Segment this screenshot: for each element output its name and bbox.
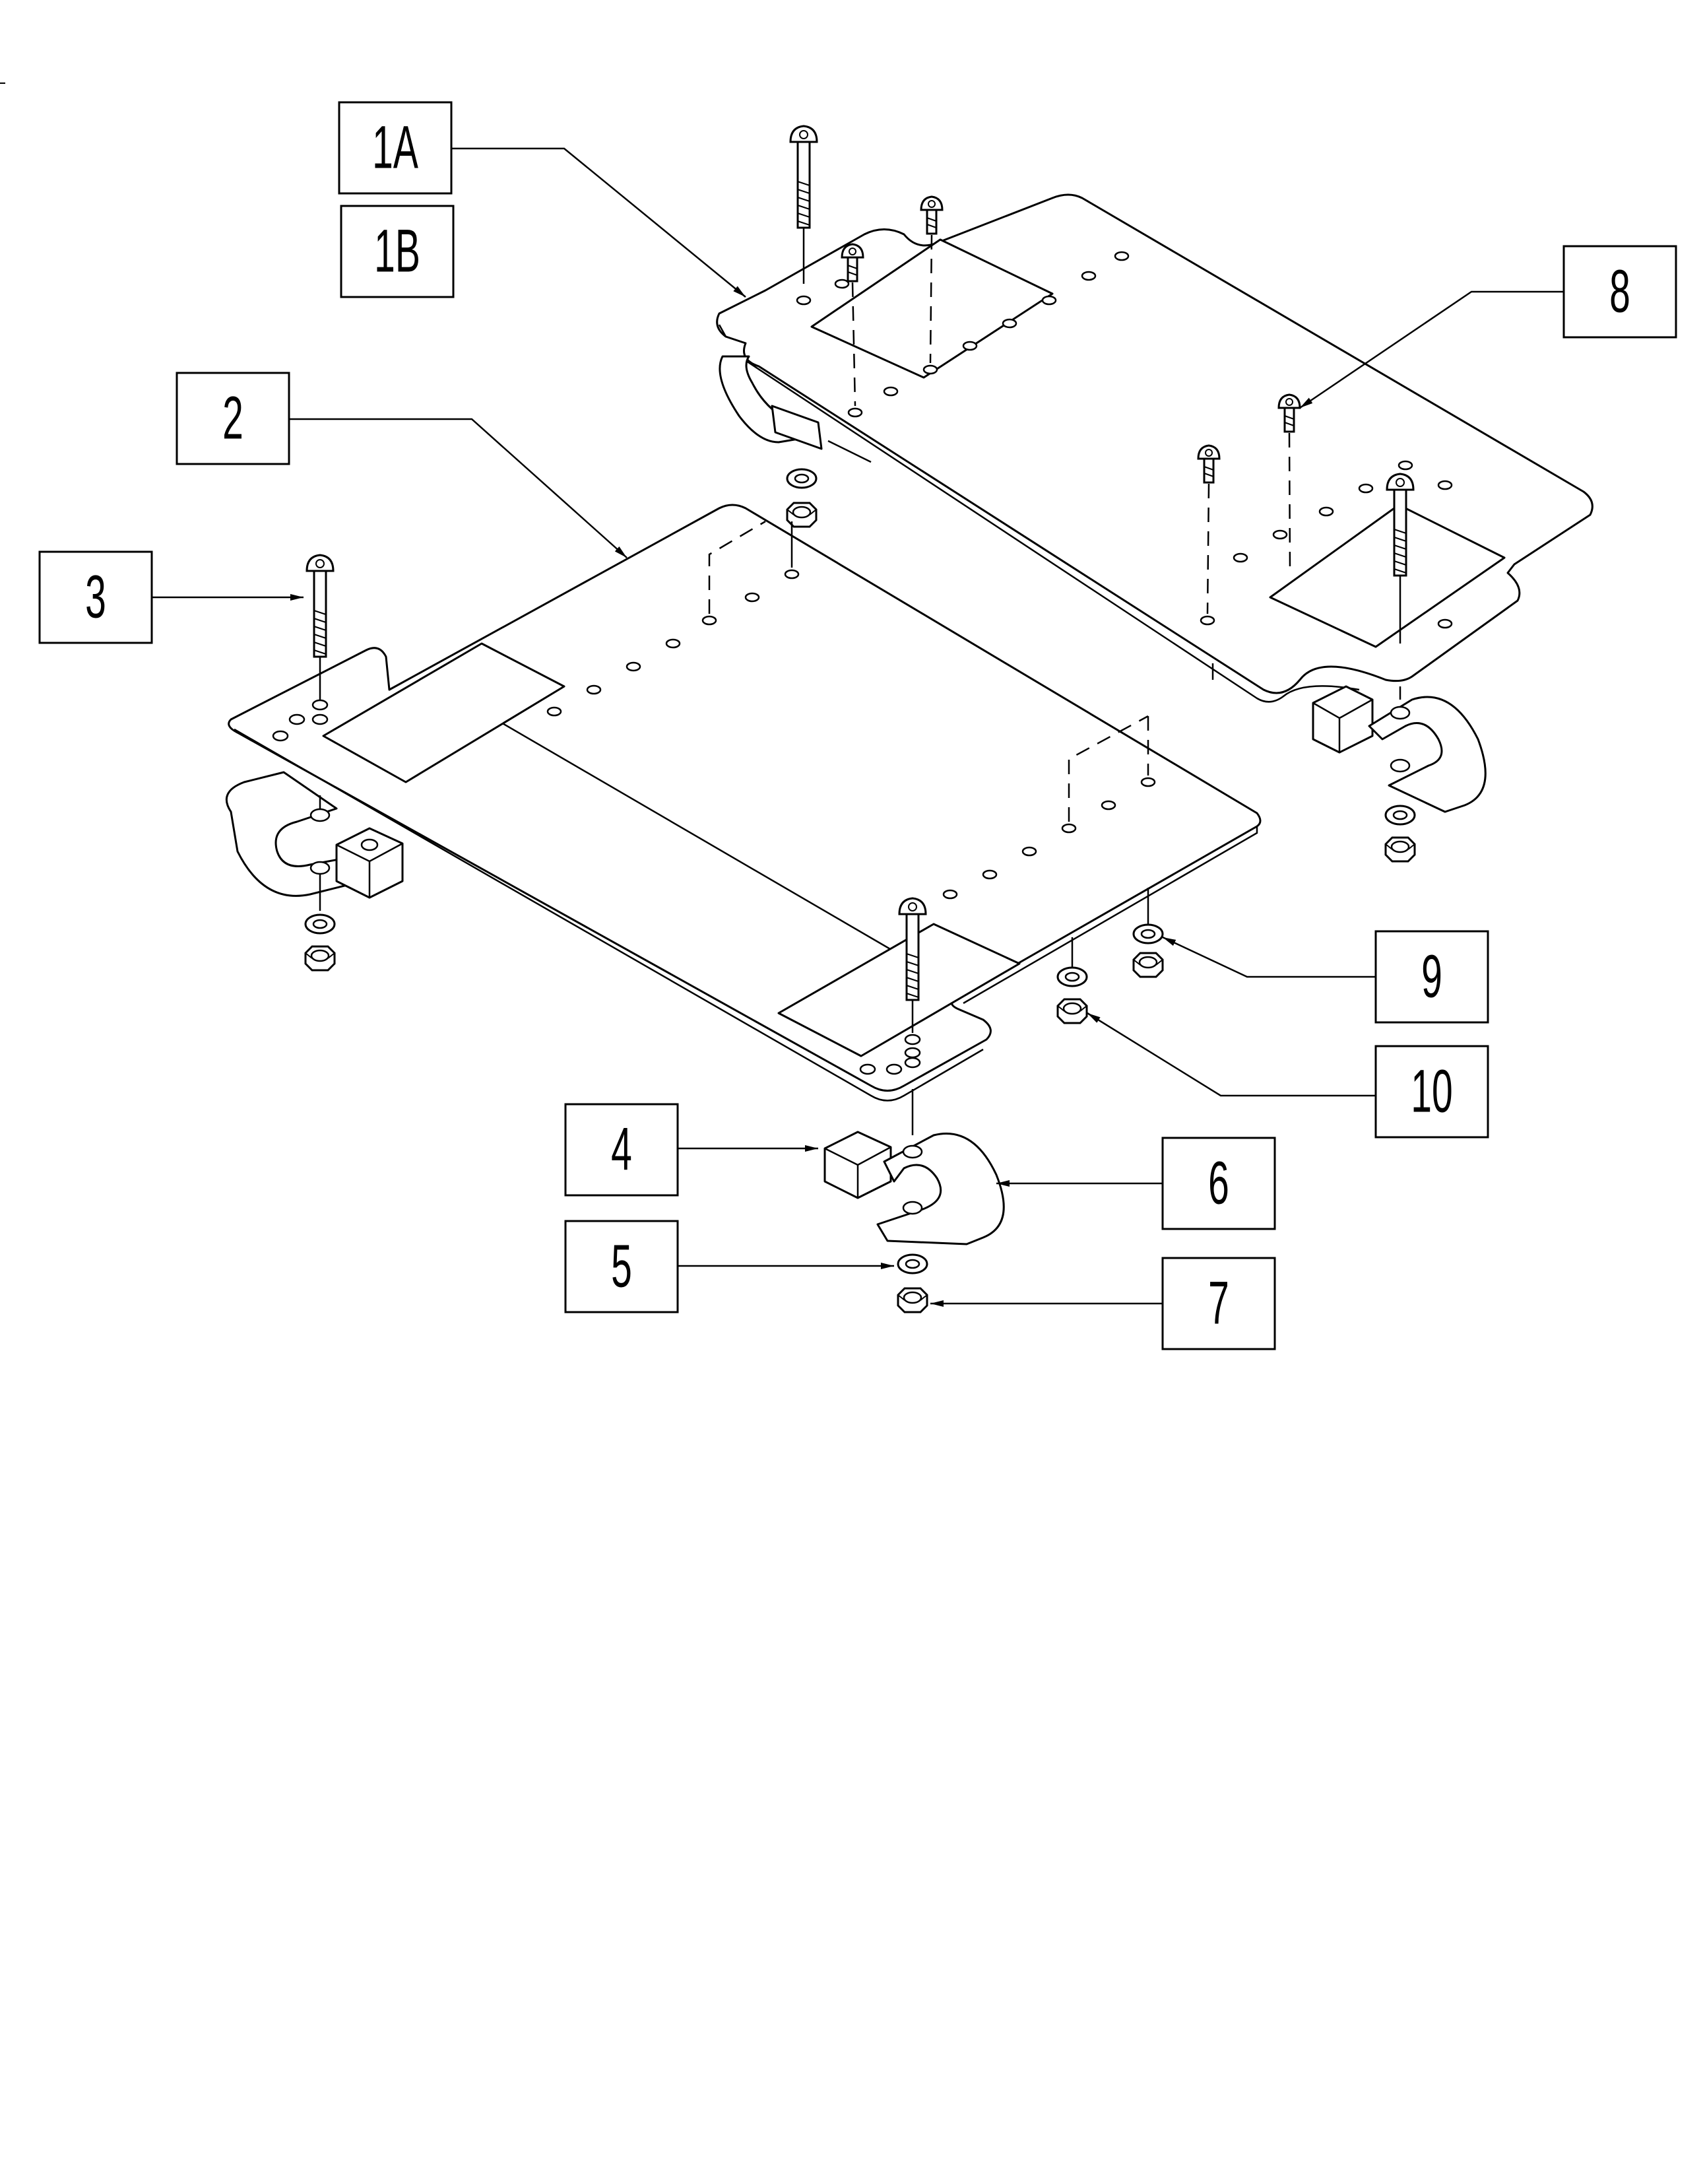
leader-lines [152, 147, 1564, 1307]
item-10-nut [1056, 998, 1088, 1024]
lower-plate-holes [272, 569, 1156, 1075]
svg-text:10: 10 [1411, 1058, 1452, 1125]
svg-text:8: 8 [1609, 258, 1630, 325]
svg-text:4: 4 [611, 1116, 632, 1183]
callout-1B: 1B [340, 205, 455, 298]
svg-text:3: 3 [85, 564, 106, 631]
upper-bolt-left [789, 125, 818, 229]
lower-plate-bracket-left [225, 771, 404, 972]
front-bracket-assembly [823, 1089, 1005, 1313]
svg-text:1B: 1B [374, 218, 420, 285]
svg-text:9: 9 [1421, 943, 1442, 1010]
item-5-washer [897, 1253, 928, 1274]
callout-5: 5 [564, 1220, 679, 1313]
upper-plate-holes [796, 251, 1453, 629]
svg-text:5: 5 [611, 1233, 632, 1300]
callout-9: 9 [1374, 930, 1489, 1024]
callout-7: 7 [1161, 1257, 1276, 1350]
callout-10: 10 [1374, 1045, 1489, 1139]
svg-text:2: 2 [222, 385, 243, 452]
upper-plate [716, 125, 1593, 863]
item-6-u-bracket [876, 1133, 1005, 1245]
svg-text:7: 7 [1208, 1270, 1229, 1337]
callout-2: 2 [176, 372, 290, 465]
callout-3: 3 [38, 550, 153, 644]
upper-plate-bracket-right [1312, 685, 1487, 863]
callout-8: 8 [1562, 245, 1677, 339]
item-7-nut [897, 1287, 928, 1313]
svg-text:6: 6 [1208, 1150, 1229, 1217]
item-9-washer [1132, 923, 1164, 944]
callout-6: 6 [1161, 1137, 1276, 1230]
svg-text:1A: 1A [372, 114, 418, 182]
callout-4: 4 [564, 1103, 679, 1197]
lower-plate [228, 504, 1262, 1102]
callout-1A: 1A [338, 101, 453, 195]
item-3-bolt [306, 554, 335, 658]
